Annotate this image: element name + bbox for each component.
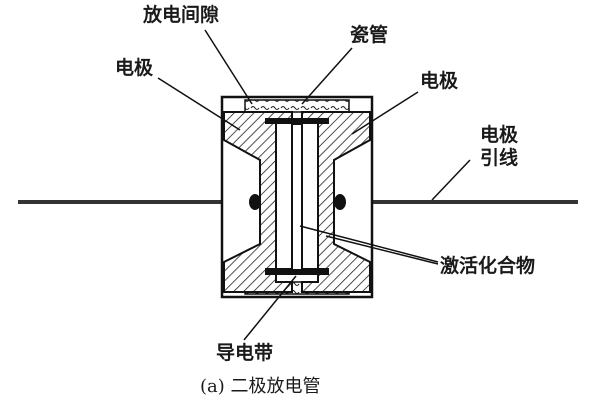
- label-conductive-band: 导电带: [216, 342, 274, 364]
- center-gap-bar: [291, 123, 303, 271]
- solder-dot-left: [249, 194, 261, 210]
- leader-gap: [204, 29, 253, 105]
- leader-lead-wire: [431, 159, 471, 201]
- label-lead-line1: 电极: [480, 124, 519, 146]
- solder-dot-right: [334, 194, 346, 210]
- label-electrode-left: 电极: [115, 57, 154, 79]
- leader-activator-2: [325, 235, 439, 265]
- leader-activator-1: [299, 225, 439, 263]
- figure-caption: (a) 二极放电管: [200, 376, 321, 397]
- gap-plate-top: [265, 118, 329, 124]
- label-lead-line2: 引线: [480, 147, 519, 169]
- leader-electrode-left: [157, 77, 241, 131]
- label-ceramic-tube: 瓷管: [350, 24, 389, 46]
- label-gap: 放电间隙: [143, 4, 220, 26]
- leader-electrode-right: [351, 91, 419, 135]
- conductive-band-plate: [265, 268, 329, 275]
- label-activator: 激活化合物: [440, 255, 536, 277]
- leader-band: [243, 275, 297, 341]
- top-ceramic-strip: [244, 99, 350, 113]
- label-electrode-right: 电极: [420, 70, 459, 92]
- leader-ceramic: [301, 47, 353, 105]
